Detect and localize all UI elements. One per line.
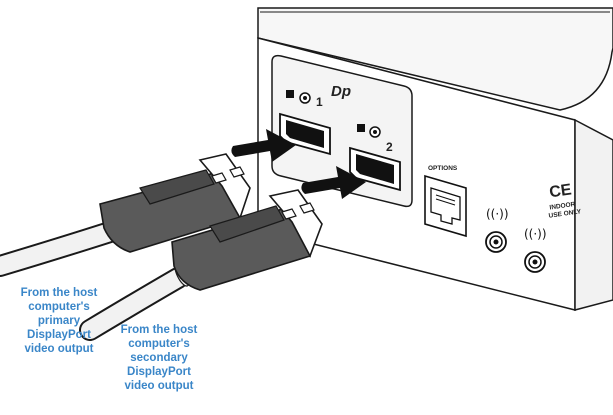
audio-out-icon: ((·)) [486,207,509,221]
audio-jacks: ((·)) ((·)) [485,207,547,273]
port2-number: 2 [386,140,393,154]
dp-logo: Dp [331,83,351,100]
audio-in-icon: ((·)) [524,227,547,241]
use-only-label: USE ONLY [548,208,582,220]
arrow-right-icon [231,129,296,162]
ce-mark: CE [548,181,573,201]
dp-port-panel: Dp 1 2 [271,54,413,208]
insert-arrows [231,129,366,199]
arrow-right-icon [301,166,366,199]
port2-screen-icon [357,124,365,132]
port1-number: 1 [316,95,323,109]
dp-cable-primary [0,153,251,277]
compliance-labels: CE INDOOR USE ONLY [548,181,582,220]
dp-cable-secondary [79,189,323,341]
caption-secondary: From the host computer's secondary Displ… [120,324,198,392]
options-port-group: OPTIONS [424,165,467,238]
options-label: OPTIONS [428,165,458,172]
port1-screen-icon [286,90,294,98]
caption-primary: From the host computer's primary Display… [20,287,98,355]
indoor-label: INDOOR [549,201,576,212]
